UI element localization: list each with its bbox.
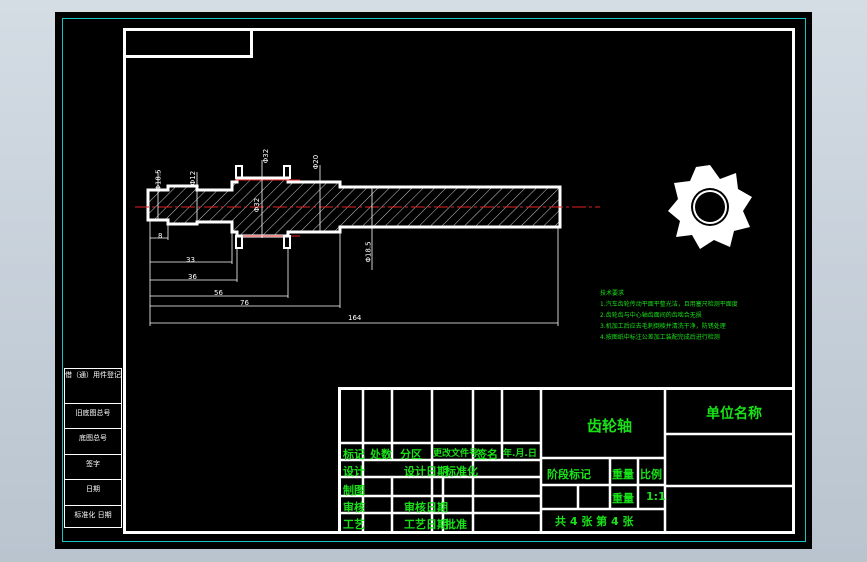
notes-line-3: 3.机加工后应去毛刺倒棱并清洗干净，防锈处理 [600,323,726,330]
row-review-label: 审核 [343,501,365,514]
header-signature: 签名 [476,448,498,461]
row-design-label: 设计 [343,465,365,478]
dim-len-8: 8 [158,232,163,240]
gear-end-view [668,165,752,249]
side-row-date: 日期 [64,479,122,498]
row-design-date: 设计日期 [404,465,448,478]
header-mark: 标记 [343,448,365,461]
dim-len-33: 33 [186,256,195,264]
title-block [338,387,795,534]
row-approve: 批准 [445,518,467,531]
notes-line-2: 2.齿轮齿与中心轴齿面间的齿啮合无损 [600,312,702,319]
row-draw-label: 制图 [343,484,365,497]
dim-len-164: 164 [348,314,362,322]
side-row-old-number: 旧底图总号 [64,403,122,422]
dim-len-76: 76 [240,299,249,307]
row-process-label: 工艺 [343,518,365,531]
side-row-base-number: 底图总号 [64,428,122,447]
row-process-date: 工艺日期 [404,518,448,531]
scale-value: 1:1 [646,490,666,503]
weight-value: 重量 [612,492,634,505]
stage-label: 阶段标记 [547,468,591,481]
side-row-sign: 签字 [64,454,122,473]
part-name: 齿轮轴 [587,417,633,435]
header-count: 处数 [370,448,392,461]
notes-line-1: 1.汽车齿轮传动平面平整光洁，且用塞尺检测平面度 [600,301,738,308]
company-name: 单位名称 [706,406,762,422]
header-change-doc: 更改文件号 [433,449,479,459]
scale-label: 比例 [640,468,662,481]
technical-notes: 技术要求 1.汽车齿轮传动平面平整光洁，且用塞尺检测平面度 2.齿轮齿与中心轴齿… [600,288,738,343]
notes-line-4: 4.按图纸中标注公差加工装配完成后进行检测 [600,334,720,341]
header-date: 年.月.日 [503,449,537,459]
outer-frame [62,18,806,542]
row-review-date: 审核日期 [404,501,448,514]
side-row-borrow: 借（通）用件登记 [64,368,122,395]
notes-title: 技术要求 [600,290,625,297]
code-box [123,28,253,58]
header-zone: 分区 [400,448,422,461]
row-standard: 标准化 [445,465,478,478]
side-row-standard: 标准化 日期 [64,505,122,524]
dim-len-56: 56 [214,289,223,297]
weight-label: 重量 [612,468,634,481]
dim-len-36: 36 [188,273,197,281]
sheet-count: 共 4 张 第 4 张 [555,515,634,528]
